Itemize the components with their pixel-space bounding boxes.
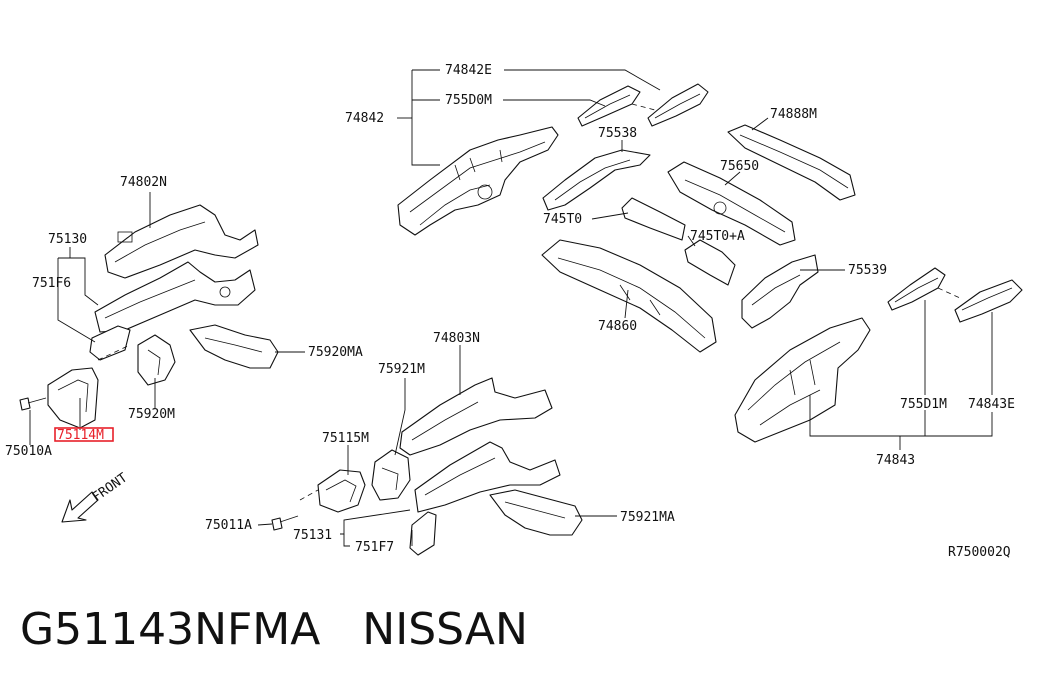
part-number-caption: G51143NFMA NISSAN (20, 604, 528, 655)
part-75921M-bracket (371, 449, 411, 501)
label-751F6[interactable]: 751F6 (32, 276, 71, 291)
part-75650-dash-panel (667, 161, 796, 246)
part-75539-bracket (741, 254, 819, 329)
part-751F7-plate (409, 511, 437, 556)
label-74802N[interactable]: 74802N (120, 175, 167, 190)
label-75114M[interactable]: 75114M (57, 428, 104, 443)
part-745T0 (621, 197, 686, 241)
part-74842-front-side-member (397, 126, 559, 236)
label-75920M[interactable]: 75920M (128, 407, 175, 422)
part-75114M-extension (47, 367, 99, 429)
part-lower-side-member (414, 441, 561, 513)
part-751F6-plate (89, 325, 131, 361)
part-755D1M-rail (887, 267, 946, 311)
part-75115M-extension (317, 469, 366, 513)
label-74803N[interactable]: 74803N (433, 331, 480, 346)
reference-code: R750002Q (948, 545, 1011, 560)
part-74803N-side-member (399, 377, 553, 456)
part-74888M-cross-member (727, 124, 856, 201)
part-75538-bracket (542, 149, 651, 211)
part-75920M-bracket (137, 334, 176, 386)
label-74842E[interactable]: 74842E (445, 63, 492, 78)
label-74843E[interactable]: 74843E (968, 397, 1015, 412)
front-arrow-icon (61, 491, 99, 523)
part-75921MA-bracket (489, 489, 583, 536)
label-75650[interactable]: 75650 (720, 159, 759, 174)
part-74843-side-member (734, 317, 871, 443)
label-75131[interactable]: 75131 (293, 528, 332, 543)
label-75010A[interactable]: 75010A (5, 444, 52, 459)
label-74860[interactable]: 74860 (598, 319, 637, 334)
highlight-box-75114M (54, 427, 114, 442)
part-745T0A (684, 239, 736, 286)
part-74860-floor-member (541, 239, 717, 353)
label-74843[interactable]: 74843 (876, 453, 915, 468)
label-75539[interactable]: 75539 (848, 263, 887, 278)
label-755D1M[interactable]: 755D1M (900, 397, 947, 412)
part-75130-side-member (94, 261, 256, 333)
label-74842[interactable]: 74842 (345, 111, 384, 126)
part-74843E-rail (954, 279, 1023, 323)
label-745T0A[interactable]: 745T0+A (690, 229, 745, 244)
label-751F7[interactable]: 751F7 (355, 540, 394, 555)
leader-lines (29, 69, 993, 547)
label-75538[interactable]: 75538 (598, 126, 637, 141)
label-75115M[interactable]: 75115M (322, 431, 369, 446)
part-755D0M-rail (577, 85, 641, 127)
part-75920MA-bracket (189, 324, 279, 369)
part-75010A-bolt (19, 397, 47, 411)
label-front: FRONT (90, 470, 131, 505)
part-74802N-side-member (104, 204, 259, 279)
label-75921M[interactable]: 75921M (378, 362, 425, 377)
label-75921MA[interactable]: 75921MA (620, 510, 675, 525)
label-75920MA[interactable]: 75920MA (308, 345, 363, 360)
parts-diagram: 74842E 755D0M 74842 74888M 75538 75650 7… (5, 63, 1023, 560)
label-74888M[interactable]: 74888M (770, 107, 817, 122)
part-74842E-rail (647, 83, 709, 127)
label-75011A[interactable]: 75011A (205, 518, 252, 533)
label-745T0[interactable]: 745T0 (543, 212, 582, 227)
part-75011A-bolt (271, 515, 299, 531)
label-755D0M[interactable]: 755D0M (445, 93, 492, 108)
label-75130[interactable]: 75130 (48, 232, 87, 247)
